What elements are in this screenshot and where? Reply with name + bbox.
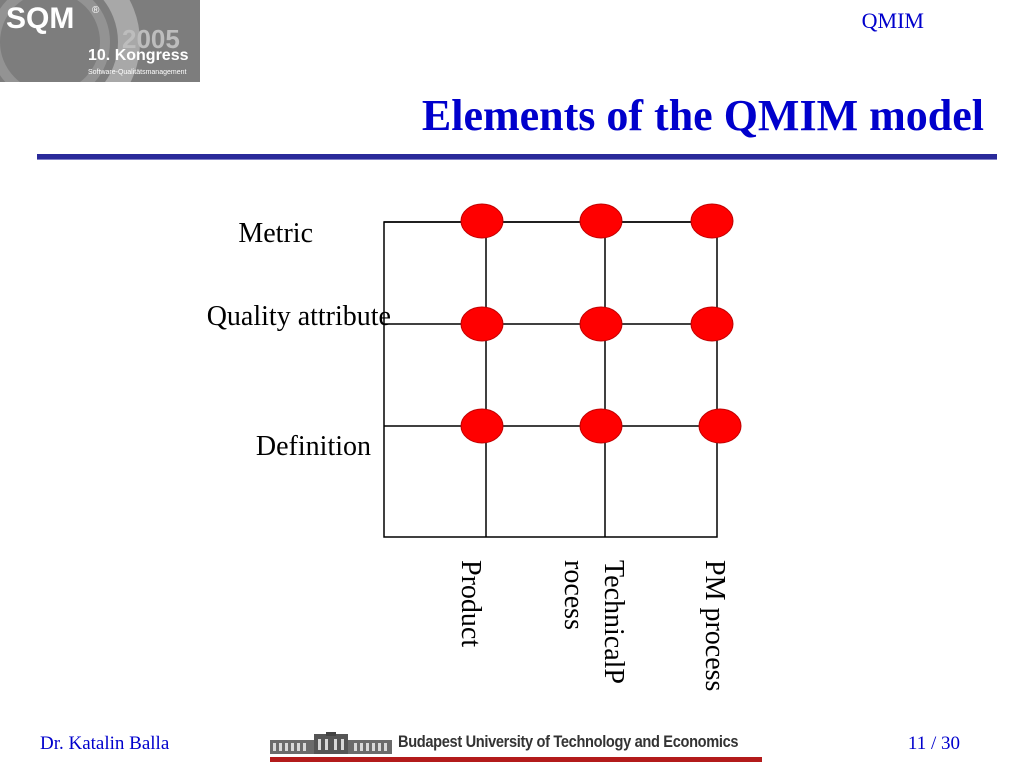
node-metric-product (460, 203, 504, 239)
column-label-product: Product (455, 560, 486, 647)
column-label-technical-process-line-2: rocess (558, 560, 589, 630)
logo-subtitle: Software-Qualitätsmanagement (88, 69, 187, 76)
logo-year: 2005 (122, 24, 180, 54)
university-building-icon (270, 732, 392, 754)
grid-nodes (460, 203, 742, 444)
column-label-technical-process-line-1: TechnicalP (598, 560, 629, 684)
footer-author: Dr. Katalin Balla (40, 733, 170, 754)
grid-lines (383, 221, 718, 538)
grid-frame (383, 221, 718, 538)
node-definition-pm-process (698, 408, 742, 444)
university-logo: Budapest University of Technology and Ec… (270, 726, 762, 764)
column-label-technical-process: TechnicalP rocess (558, 560, 629, 684)
node-definition-technical-process (579, 408, 623, 444)
university-accent-bar (270, 757, 762, 762)
node-metric-technical-process (579, 203, 623, 239)
logo-event: 10. Kongress (88, 47, 189, 64)
logo-arc-decoration (0, 0, 140, 82)
column-label-pm-process: PM process (699, 560, 730, 691)
row-label-definition: Definition (256, 431, 371, 462)
node-metric-pm-process (690, 203, 734, 239)
node-quality-attribute-pm-process (690, 306, 734, 342)
sqm-logo: SQM ® 2005 10. Kongress Software-Qualitä… (0, 0, 200, 82)
page-title: Elements of the QMIM model (421, 91, 984, 140)
row-label-metric: Metric (238, 218, 313, 249)
header-label: QMIM (861, 8, 924, 33)
row-label-quality-attribute: Quality attribute (207, 301, 391, 332)
university-name: Budapest University of Technology and Ec… (398, 732, 739, 751)
node-quality-attribute-product (460, 306, 504, 342)
page-number: 11 / 30 (907, 733, 960, 754)
node-definition-product (460, 408, 504, 444)
logo-inner-arc-decoration (0, 0, 110, 82)
logo-registered-mark: ® (92, 5, 100, 16)
logo-brand: SQM (6, 2, 75, 35)
node-quality-attribute-technical-process (579, 306, 623, 342)
title-divider (37, 154, 997, 160)
